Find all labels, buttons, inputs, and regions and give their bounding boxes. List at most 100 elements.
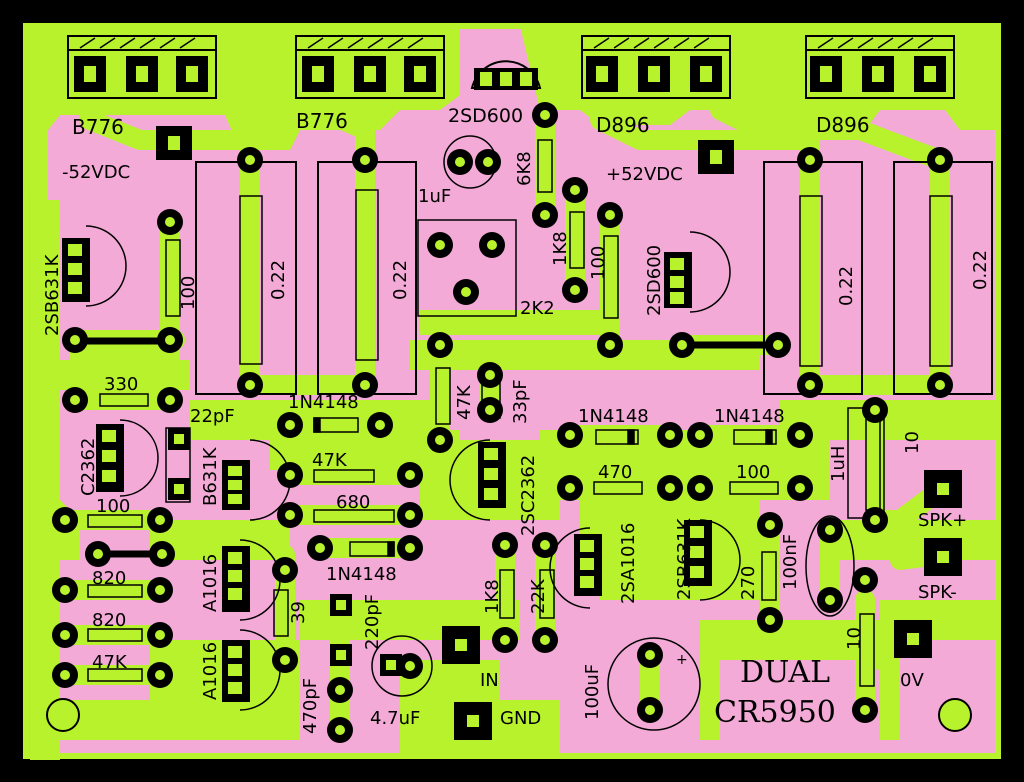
label-47k-b: 47K xyxy=(312,450,348,471)
label-2k2: 2K2 xyxy=(520,298,555,319)
label-270: 270 xyxy=(738,566,759,600)
pad-hole-66 xyxy=(870,405,880,415)
label-100-c: 100 xyxy=(96,496,130,517)
pad-hole-10 xyxy=(70,335,80,345)
pad-hole-7 xyxy=(935,380,945,390)
label-22k: 22K xyxy=(528,578,549,614)
pad-hole-4 xyxy=(805,155,815,165)
pad-hole-31 xyxy=(157,549,167,559)
label-100-b: 100 xyxy=(588,246,609,280)
pad-hole-16 xyxy=(605,340,615,350)
pad-hole-73 xyxy=(677,340,687,350)
label-10-a: 10 xyxy=(902,431,923,454)
transistor-2sd600-top: 2SD600 xyxy=(448,60,542,127)
pad-hole-46 xyxy=(280,565,290,575)
label-b776-1: B776 xyxy=(72,115,124,139)
pad-hole-11 xyxy=(540,110,550,120)
pad-hole-39 xyxy=(375,420,385,430)
pad-hole-36 xyxy=(60,670,70,680)
label-d896-2: D896 xyxy=(816,113,870,137)
label-1uh: 1uH xyxy=(828,446,849,482)
label-100-a: 100 xyxy=(178,276,199,310)
pad-hole-70 xyxy=(405,661,415,671)
label-470: 470 xyxy=(598,462,632,483)
silk-labels: 2SB631K 100 1uF 6K8 1K8 100 2SD600 2K2 4… xyxy=(42,151,967,734)
label-d896-1: D896 xyxy=(596,113,650,137)
transistor-c2362 xyxy=(96,419,159,497)
label-1k8-a: 1K8 xyxy=(550,231,571,266)
pad-hole-67 xyxy=(870,515,880,525)
label-1n4148-a: 1N4148 xyxy=(288,392,359,413)
label-4-7uf: 4.7uF xyxy=(370,708,420,729)
label-2sc2362: 2SC2362 xyxy=(518,455,539,536)
pad-hole-25 xyxy=(485,405,495,415)
capacitors xyxy=(165,135,855,731)
pad-hole-49 xyxy=(665,430,675,440)
label-neg-52vdc: -52VDC xyxy=(62,162,130,183)
small-resistors xyxy=(165,139,885,687)
label-b776-2: B776 xyxy=(296,109,348,133)
pad-hole-50 xyxy=(695,430,705,440)
transistor-2sb631k-left xyxy=(62,225,127,307)
pad-hole-2 xyxy=(245,380,255,390)
label-gnd: GND xyxy=(500,708,541,729)
label-470pf: 470pF xyxy=(300,678,321,734)
label-22pf: 22pF xyxy=(190,406,235,427)
pad-hole-58 xyxy=(500,635,510,645)
label-022-2: 0.22 xyxy=(390,260,411,300)
label-2sa1016: 2SA1016 xyxy=(618,523,639,604)
pad-hole-42 xyxy=(285,510,295,520)
transistor-a1016-1 xyxy=(222,539,281,621)
board-title-line1: DUAL xyxy=(740,655,830,690)
power-transistor-q4: D896 xyxy=(805,35,955,137)
pad-hole-32 xyxy=(60,585,70,595)
small-resistors-h xyxy=(87,393,779,682)
pad-hole-51 xyxy=(795,430,805,440)
pad-hole-48 xyxy=(565,430,575,440)
label-a1016-2: A1016 xyxy=(200,642,221,700)
transistor-2sa1016 xyxy=(549,527,602,609)
pad-hole-35 xyxy=(155,630,165,640)
mounting-holes xyxy=(46,698,972,732)
pad-hole-17 xyxy=(455,157,465,167)
pad-hole-24 xyxy=(485,370,495,380)
pad-hole-30 xyxy=(93,549,103,559)
label-1n4148-d: 1N4148 xyxy=(714,406,785,427)
power-pad-neg: -52VDC xyxy=(62,126,192,183)
pad-hole-19 xyxy=(435,240,445,250)
pad-hole-6 xyxy=(805,380,815,390)
pad-hole-69 xyxy=(335,725,345,735)
pad-hole-27 xyxy=(165,395,175,405)
label-820-b: 820 xyxy=(92,610,126,631)
label-in: IN xyxy=(480,670,499,691)
label-2sb631k-left: 2SB631K xyxy=(42,253,63,336)
pad-hole-40 xyxy=(285,470,295,480)
pad-hole-12 xyxy=(540,210,550,220)
pad-hole-60 xyxy=(765,520,775,530)
label-330: 330 xyxy=(104,374,138,395)
pad-hole-9 xyxy=(165,335,175,345)
pad-hole-52 xyxy=(565,483,575,493)
label-680: 680 xyxy=(336,492,370,513)
label-022-3: 0.22 xyxy=(836,266,857,306)
pad-hole-5 xyxy=(935,155,945,165)
label-pos-52vdc: +52VDC xyxy=(606,164,683,185)
pad-hole-34 xyxy=(60,630,70,640)
label-spk-neg: SPK- xyxy=(918,582,957,603)
pad-hole-21 xyxy=(461,287,471,297)
label-39: 39 xyxy=(288,601,309,624)
pad-hole-74 xyxy=(773,340,783,350)
pad-hole-53 xyxy=(665,483,675,493)
label-022-4: 0.22 xyxy=(970,250,991,290)
pad-hole-64 xyxy=(860,575,870,585)
pad-hole-41 xyxy=(405,470,415,480)
pad-hole-57 xyxy=(540,540,550,550)
pad-hole-59 xyxy=(540,635,550,645)
label-100uf-plus: + xyxy=(676,652,688,668)
pad-hole-29 xyxy=(155,515,165,525)
transistor-b631k xyxy=(222,439,291,521)
label-022-1: 0.22 xyxy=(268,260,289,300)
pad-hole-38 xyxy=(285,420,295,430)
pad-hole-1 xyxy=(360,155,370,165)
pad-hole-47 xyxy=(280,655,290,665)
